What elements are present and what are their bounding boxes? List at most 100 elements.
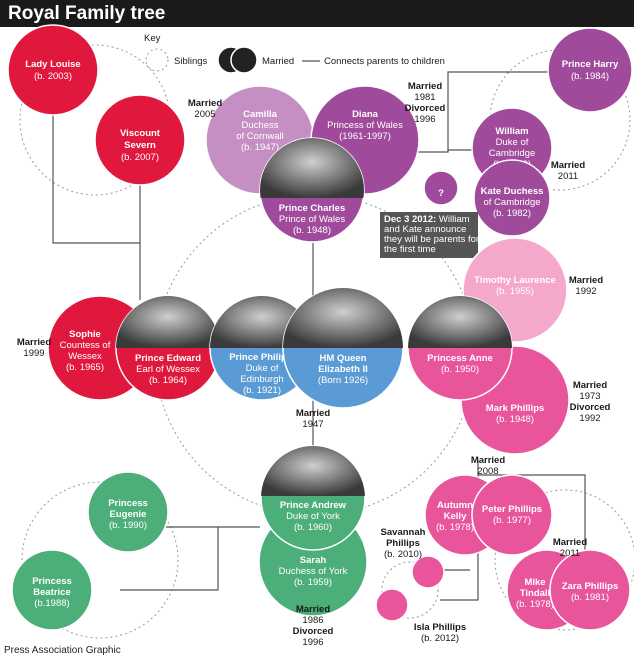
harry-born: (b. 1984) [571, 71, 609, 82]
queen-born: (Born 1926) [318, 375, 368, 386]
marriage-andrew-sarah: Married [296, 604, 331, 615]
key-siblings-label: Siblings [174, 56, 208, 67]
peter-name: Peter Phillips [482, 504, 542, 515]
marriage-peter-autumn: Married [471, 455, 506, 466]
timothy-born: (b. 1955) [496, 286, 534, 297]
sarah-born: (b. 1959) [294, 577, 332, 588]
mike-name-1: Mike [524, 577, 545, 588]
philip-born: (b. 1921) [243, 385, 281, 396]
savannah-name-1: Savannah [381, 527, 426, 538]
savannah-name-2: Phillips [386, 538, 420, 549]
anne-name: Princess Anne [427, 353, 493, 364]
divorce-anne-mark: Divorced [570, 402, 611, 413]
sophie-title-1: Countess of [60, 340, 111, 351]
edward-name: Prince Edward [135, 353, 201, 364]
mike-name-2: Tindall [520, 588, 550, 599]
anne-born: (b. 1950) [441, 364, 479, 375]
unknown-child-mark: ? [438, 188, 444, 199]
marriage-william-kate-year: 2011 [558, 171, 578, 182]
marriage-anne-timothy: Married [569, 275, 604, 286]
marriage-edward-sophie: Married [17, 337, 52, 348]
key-siblings-swatch [146, 49, 168, 71]
marriage-anne-mark: Married [573, 380, 608, 391]
divorce-anne-mark-year: 1992 [579, 413, 600, 424]
camilla-born: (b. 1947) [241, 142, 279, 153]
key-married-swatch-b [231, 47, 257, 73]
isla-name: Isla Phillips [414, 622, 466, 633]
zara-born: (b. 1981) [571, 592, 609, 603]
severn-name-2: Severn [124, 140, 156, 151]
person-savannah-phillips [412, 556, 444, 588]
marriage-queen-philip-year: 1947 [302, 419, 323, 430]
william-title-1: Duke of [496, 137, 529, 148]
key-married-label: Married [262, 56, 294, 67]
severn-born: (b. 2007) [121, 152, 159, 163]
autumn-name-2: Kelly [444, 511, 467, 522]
marriage-william-kate: Married [551, 160, 586, 171]
diana-name: Diana [352, 109, 379, 120]
edward-title: Earl of Wessex [136, 364, 200, 375]
eugenie-born: (b. 1990) [109, 520, 147, 531]
beatrice-born: (b.1988) [34, 598, 69, 609]
divorce-andrew-sarah: Divorced [293, 626, 334, 637]
timothy-name: Timothy Laurence [474, 275, 556, 286]
philip-title-1: Duke of [246, 363, 279, 374]
divorce-charles-diana: Divorced [405, 103, 446, 114]
sophie-title-2: Wessex [68, 351, 102, 362]
philip-name: Prince Philip [229, 352, 287, 363]
marriage-anne-timothy-year: 1992 [575, 286, 596, 297]
edward-born: (b. 1964) [149, 375, 187, 386]
kate-name: Kate Duchess [481, 186, 544, 197]
camilla-name: Camilla [243, 109, 278, 120]
person-isla-phillips [376, 589, 408, 621]
sarah-title: Duchess of York [279, 566, 348, 577]
william-title-2: Cambridge [489, 148, 535, 159]
sophie-born: (b. 1965) [66, 362, 104, 373]
mike-born: (b. 1978) [516, 599, 554, 610]
autumn-born: (b. 1978) [436, 522, 474, 533]
queen-name-1: HM Queen [320, 353, 367, 364]
camilla-title-2: of Cornwall [236, 131, 284, 142]
kate-born: (b. 1982) [493, 208, 531, 219]
charles-title: Prince of Wales [279, 214, 345, 225]
isla-born: (b. 2012) [421, 633, 459, 644]
announcement-line-4: the first time [384, 244, 436, 255]
marriage-zara-mike-year: 2011 [560, 548, 580, 559]
marriage-edward-sophie-year: 1999 [23, 348, 44, 359]
harry-name: Prince Harry [562, 59, 619, 70]
marriage-charles-diana-year: 1981 [414, 92, 435, 103]
severn-name-1: Viscount [120, 128, 161, 139]
mark-name: Mark Phillips [486, 403, 545, 414]
marriage-queen-philip: Married [296, 408, 331, 419]
marriage-charles-camilla-year: 2005 [194, 109, 215, 120]
eugenie-name-2: Eugenie [110, 509, 147, 520]
savannah-born: (b. 2010) [384, 549, 422, 560]
person-lady-louise [8, 25, 98, 115]
queen-name-2: Elizabeth II [318, 364, 368, 375]
diana-title: Princess of Wales [327, 120, 403, 131]
marriage-charles-diana: Married [408, 81, 443, 92]
marriage-peter-autumn-year: 2008 [477, 466, 498, 477]
beatrice-name-1: Princess [32, 576, 72, 587]
louise-name: Lady Louise [25, 59, 80, 70]
andrew-portrait-photo-icon [261, 446, 365, 496]
beatrice-name-2: Beatrice [33, 587, 71, 598]
graphic-credit: Press Association Graphic [4, 645, 121, 656]
andrew-title: Duke of York [286, 511, 340, 522]
diana-born: (1961-1997) [339, 131, 391, 142]
andrew-name: Prince Andrew [280, 500, 347, 511]
camilla-title-1: Duchess [242, 120, 279, 131]
sarah-name: Sarah [300, 555, 327, 566]
queen-portrait-photo-icon [283, 288, 403, 348]
marriage-andrew-sarah-year: 1986 [302, 615, 323, 626]
key-connects-label: Connects parents to children [324, 56, 445, 67]
louise-born: (b. 2003) [34, 71, 72, 82]
marriage-charles-camilla: Married [188, 98, 223, 109]
peter-born: (b. 1977) [493, 515, 531, 526]
andrew-born: (b. 1960) [294, 522, 332, 533]
marriage-anne-mark-year: 1973 [579, 391, 600, 402]
charles-born: (b. 1948) [293, 225, 331, 236]
mark-born: (b. 1948) [496, 414, 534, 425]
william-name: William [495, 126, 528, 137]
